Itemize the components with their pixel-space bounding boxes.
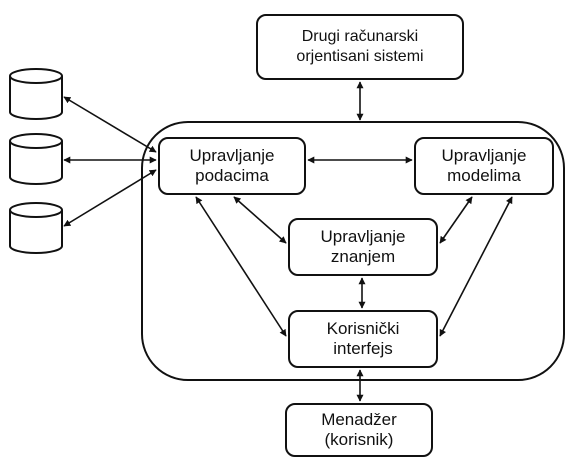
data-management-box: Upravljanje podacima [158, 137, 306, 195]
arrow-model-knowledge [439, 196, 473, 244]
model-management-line1: Upravljanje [441, 146, 527, 165]
arrow-data-user-interface [195, 196, 287, 337]
user-interface-line1: Korisnički [326, 319, 400, 338]
user-interface-box: Korisnički interfejs [288, 310, 438, 368]
data-management-line2: podacima [195, 166, 269, 185]
user-interface-line2: interfejs [333, 339, 393, 358]
knowledge-management-line1: Upravljanje [320, 227, 406, 246]
data-management-line1: Upravljanje [189, 146, 275, 165]
manager-line2: (korisnik) [324, 430, 394, 449]
database-cylinder-2 [9, 133, 63, 185]
external-systems-line2: orjentisani sistemi [296, 48, 424, 65]
arrow-db3-data-management [63, 169, 157, 227]
database-cylinder-1 [9, 68, 63, 120]
arrow-data-knowledge [233, 196, 287, 244]
arrow-db1-data-management [63, 96, 157, 153]
knowledge-management-box: Upravljanje znanjem [288, 218, 438, 276]
external-systems-line1: Drugi računarski [301, 28, 419, 45]
system-boundary [141, 121, 565, 381]
model-management-box: Upravljanje modelima [414, 137, 554, 195]
external-systems-box: Drugi računarski orjentisani sistemi [256, 14, 464, 80]
manager-box: Menadžer (korisnik) [285, 403, 433, 457]
arrow-model-user-interface [439, 196, 513, 337]
knowledge-management-line2: znanjem [330, 247, 396, 266]
model-management-line2: modelima [447, 166, 521, 185]
database-cylinder-3 [9, 202, 63, 254]
manager-line1: Menadžer [321, 410, 397, 429]
